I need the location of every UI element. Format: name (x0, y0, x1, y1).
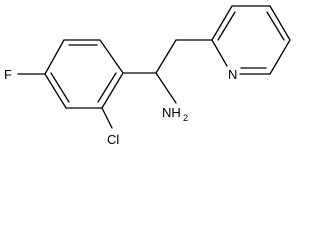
pyridine-ring (211, 5, 291, 75)
bond-pyr-3 (269, 5, 291, 41)
amine-subscript: 2 (183, 113, 188, 123)
bond-ring-6 (44, 39, 65, 75)
benzene-ring (44, 39, 124, 109)
bond-ring-5-inner (50, 72, 70, 103)
bond-ch-nh2 (155, 72, 177, 104)
pyridine-nitrogen-label: N (228, 67, 237, 82)
bond-ring-3 (101, 72, 124, 109)
bond-ring-2 (99, 39, 124, 74)
bond-ch-ch2 (155, 39, 177, 74)
bond-pyr-4 (269, 39, 291, 75)
molecule-diagram: F Cl NH 2 N (4, 5, 291, 147)
bond-pyr-6 (211, 39, 228, 67)
amine-label: NH (162, 105, 181, 120)
bond-pyr-1-inner (217, 11, 236, 41)
bond-ring-5 (44, 73, 67, 109)
bond-c-cl (101, 107, 113, 129)
fluorine-label: F (4, 67, 12, 82)
chlorine-label: Cl (107, 132, 119, 147)
bond-pyr-3-inner (266, 11, 285, 41)
bond-pyr-1 (211, 5, 233, 41)
bond-ring-3-inner (97, 72, 117, 103)
